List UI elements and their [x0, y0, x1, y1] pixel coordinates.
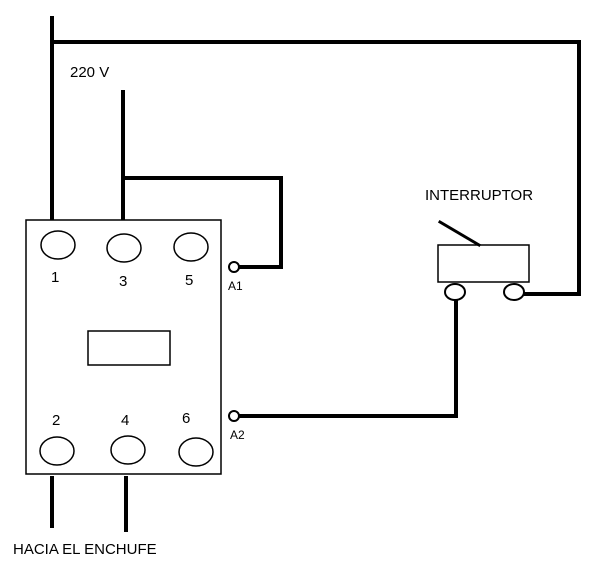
output-label: HACIA EL ENCHUFE — [13, 541, 157, 558]
contactor-window — [87, 330, 171, 366]
terminal-label-6: 6 — [182, 410, 190, 427]
terminal-label-2: 2 — [52, 412, 60, 429]
terminal-6 — [178, 437, 214, 467]
terminal-label-5: 5 — [185, 272, 193, 289]
terminal-label-4: 4 — [121, 412, 129, 429]
terminal-4 — [110, 435, 146, 465]
coil-label-a2: A2 — [230, 428, 245, 442]
terminal-label-1: 1 — [51, 269, 59, 286]
coil-return-wire — [236, 294, 458, 418]
coil-label-a1: A1 — [228, 279, 243, 293]
switch-label: INTERRUPTOR — [425, 187, 533, 204]
switch-terminal-left — [444, 283, 466, 301]
terminal-2 — [39, 436, 75, 466]
terminal-5 — [173, 232, 209, 262]
coil-feed-wire — [121, 176, 283, 269]
terminal-1 — [40, 230, 76, 260]
coil-terminal-a1 — [228, 261, 240, 273]
switch-lever — [437, 219, 482, 248]
supply-voltage-label: 220 V — [70, 64, 109, 81]
terminal-3 — [106, 233, 142, 263]
switch-terminal-right — [503, 283, 525, 301]
switch-body — [437, 244, 530, 283]
return-wire-top — [50, 40, 581, 296]
coil-terminal-a2 — [228, 410, 240, 422]
terminal-label-3: 3 — [119, 273, 127, 290]
